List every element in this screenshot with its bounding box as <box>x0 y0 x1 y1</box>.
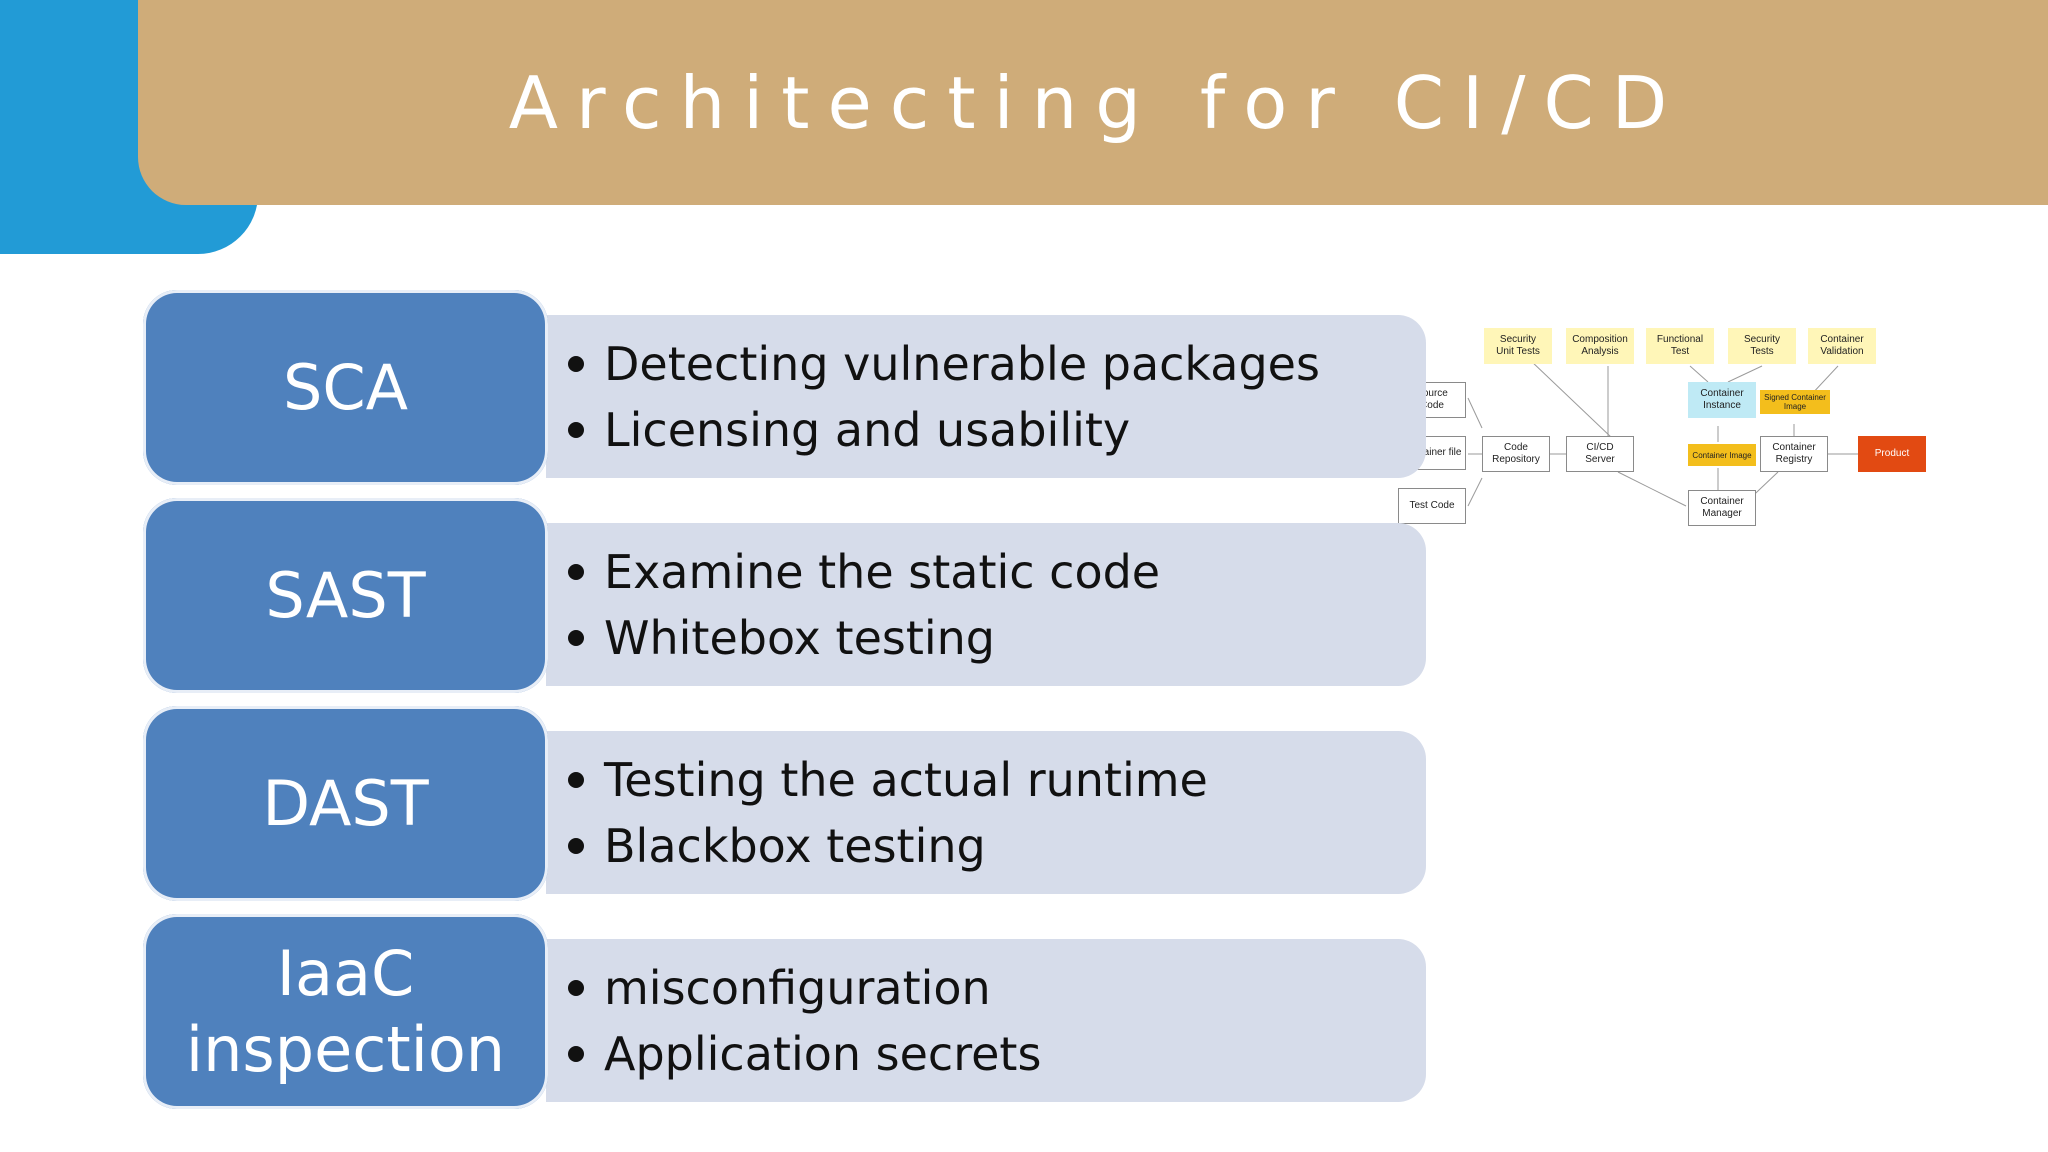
label-box: IaaC inspection <box>143 914 548 1109</box>
node-functional-test: Functional Test <box>1646 328 1714 364</box>
bullet-icon <box>568 564 584 580</box>
detail-box: Testing the actual runtime Blackbox test… <box>546 731 1426 894</box>
bullet-icon <box>568 356 584 372</box>
bullet-item: misconfiguration <box>568 955 1426 1021</box>
row-label: IaaC inspection <box>185 936 506 1086</box>
bullet-icon <box>568 1046 584 1062</box>
detail-box: Examine the static code Whitebox testing <box>546 523 1426 686</box>
node-container-manager: Container Manager <box>1688 490 1756 526</box>
bullet-text: misconfiguration <box>604 961 991 1015</box>
bullet-list: Examine the static code Whitebox testing <box>546 523 1426 671</box>
ci-cd-pipeline-diagram: Security Unit Tests Composition Analysis… <box>1390 318 1930 538</box>
node-product: Product <box>1858 436 1926 472</box>
detail-box: Detecting vulnerable packages Licensing … <box>546 315 1426 478</box>
bullet-text: Testing the actual runtime <box>604 753 1208 807</box>
node-security-tests: Security Tests <box>1728 328 1796 364</box>
bullet-icon <box>568 772 584 788</box>
row-sca: SCA Detecting vulnerable packages Licens… <box>143 290 1426 485</box>
bullet-text: Whitebox testing <box>604 611 995 665</box>
bullet-item: Detecting vulnerable packages <box>568 331 1426 397</box>
row-dast: DAST Testing the actual runtime Blackbox… <box>143 706 1426 901</box>
slide-title: Architecting for CI/CD <box>508 60 1686 145</box>
bullet-list: misconfiguration Application secrets <box>546 939 1426 1087</box>
row-label: DAST <box>262 766 429 840</box>
bullet-item: Application secrets <box>568 1021 1426 1087</box>
row-sast: SAST Examine the static code Whitebox te… <box>143 498 1426 693</box>
bullet-list: Testing the actual runtime Blackbox test… <box>546 731 1426 879</box>
bullet-icon <box>568 980 584 996</box>
bullet-text: Application secrets <box>604 1027 1042 1081</box>
label-box: DAST <box>143 706 548 901</box>
bullet-list: Detecting vulnerable packages Licensing … <box>546 315 1426 463</box>
row-iaac: IaaC inspection misconfiguration Applica… <box>143 914 1426 1109</box>
bullet-icon <box>568 838 584 854</box>
diagram-connectors <box>1467 359 1858 509</box>
bullet-item: Testing the actual runtime <box>568 747 1426 813</box>
bullet-item: Examine the static code <box>568 539 1426 605</box>
row-label: SAST <box>265 558 426 632</box>
detail-box: misconfiguration Application secrets <box>546 939 1426 1102</box>
node-test-code: Test Code <box>1398 488 1466 524</box>
node-signed-container-image: Signed Container Image <box>1760 390 1830 414</box>
node-security-unit-tests: Security Unit Tests <box>1484 328 1552 364</box>
bullet-text: Licensing and usability <box>604 403 1131 457</box>
bullet-text: Blackbox testing <box>604 819 986 873</box>
bullet-text: Detecting vulnerable packages <box>604 337 1320 391</box>
node-container-instance: Container Instance <box>1688 382 1756 418</box>
node-code-repository: Code Repository <box>1482 436 1550 472</box>
label-box: SAST <box>143 498 548 693</box>
node-composition-analysis: Composition Analysis <box>1566 328 1634 364</box>
title-banner: Architecting for CI/CD <box>138 0 2048 205</box>
label-box: SCA <box>143 290 548 485</box>
bullet-item: Whitebox testing <box>568 605 1426 671</box>
node-ci-cd-server: CI/CD Server <box>1566 436 1634 472</box>
bullet-text: Examine the static code <box>604 545 1161 599</box>
bullet-item: Blackbox testing <box>568 813 1426 879</box>
row-label: SCA <box>282 350 409 424</box>
bullet-item: Licensing and usability <box>568 397 1426 463</box>
node-container-image: Container Image <box>1688 444 1756 466</box>
bullet-icon <box>568 630 584 646</box>
bullet-icon <box>568 422 584 438</box>
node-container-validation: Container Validation <box>1808 328 1876 364</box>
node-container-registry: Container Registry <box>1760 436 1828 472</box>
